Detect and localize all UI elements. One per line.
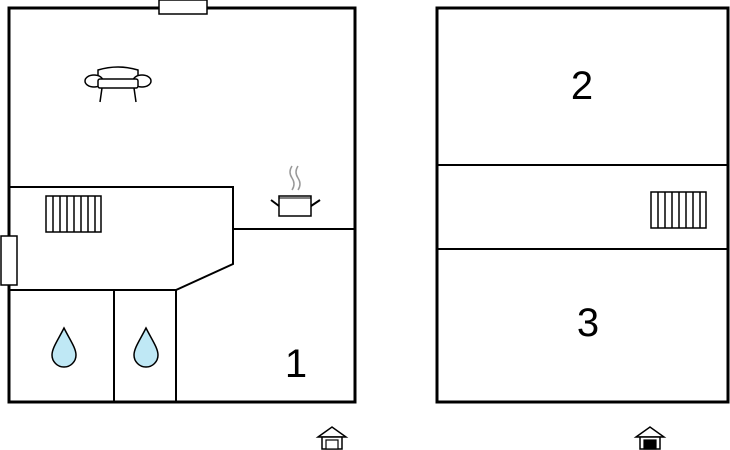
radiator-icon [45, 195, 102, 233]
upper-floor-outer-wall [435, 6, 730, 404]
inner-wall-hallway [9, 186, 234, 291]
ground-floor-plan: 1 [0, 0, 357, 450]
cooking-pot-icon [270, 165, 321, 217]
entrance-icon [315, 426, 349, 450]
water-drop-icon [51, 326, 77, 368]
radiator-icon [650, 191, 707, 229]
window-top [158, 0, 208, 15]
room-label-1: 1 [285, 342, 307, 386]
room-label-3: 3 [577, 301, 599, 345]
sofa-icon [84, 66, 152, 103]
window-left [0, 235, 18, 286]
room-label-2: 2 [571, 64, 593, 108]
water-drop-icon [133, 326, 159, 368]
upper-floor-plan: 2 3 [435, 6, 730, 450]
entrance-icon [633, 426, 667, 450]
